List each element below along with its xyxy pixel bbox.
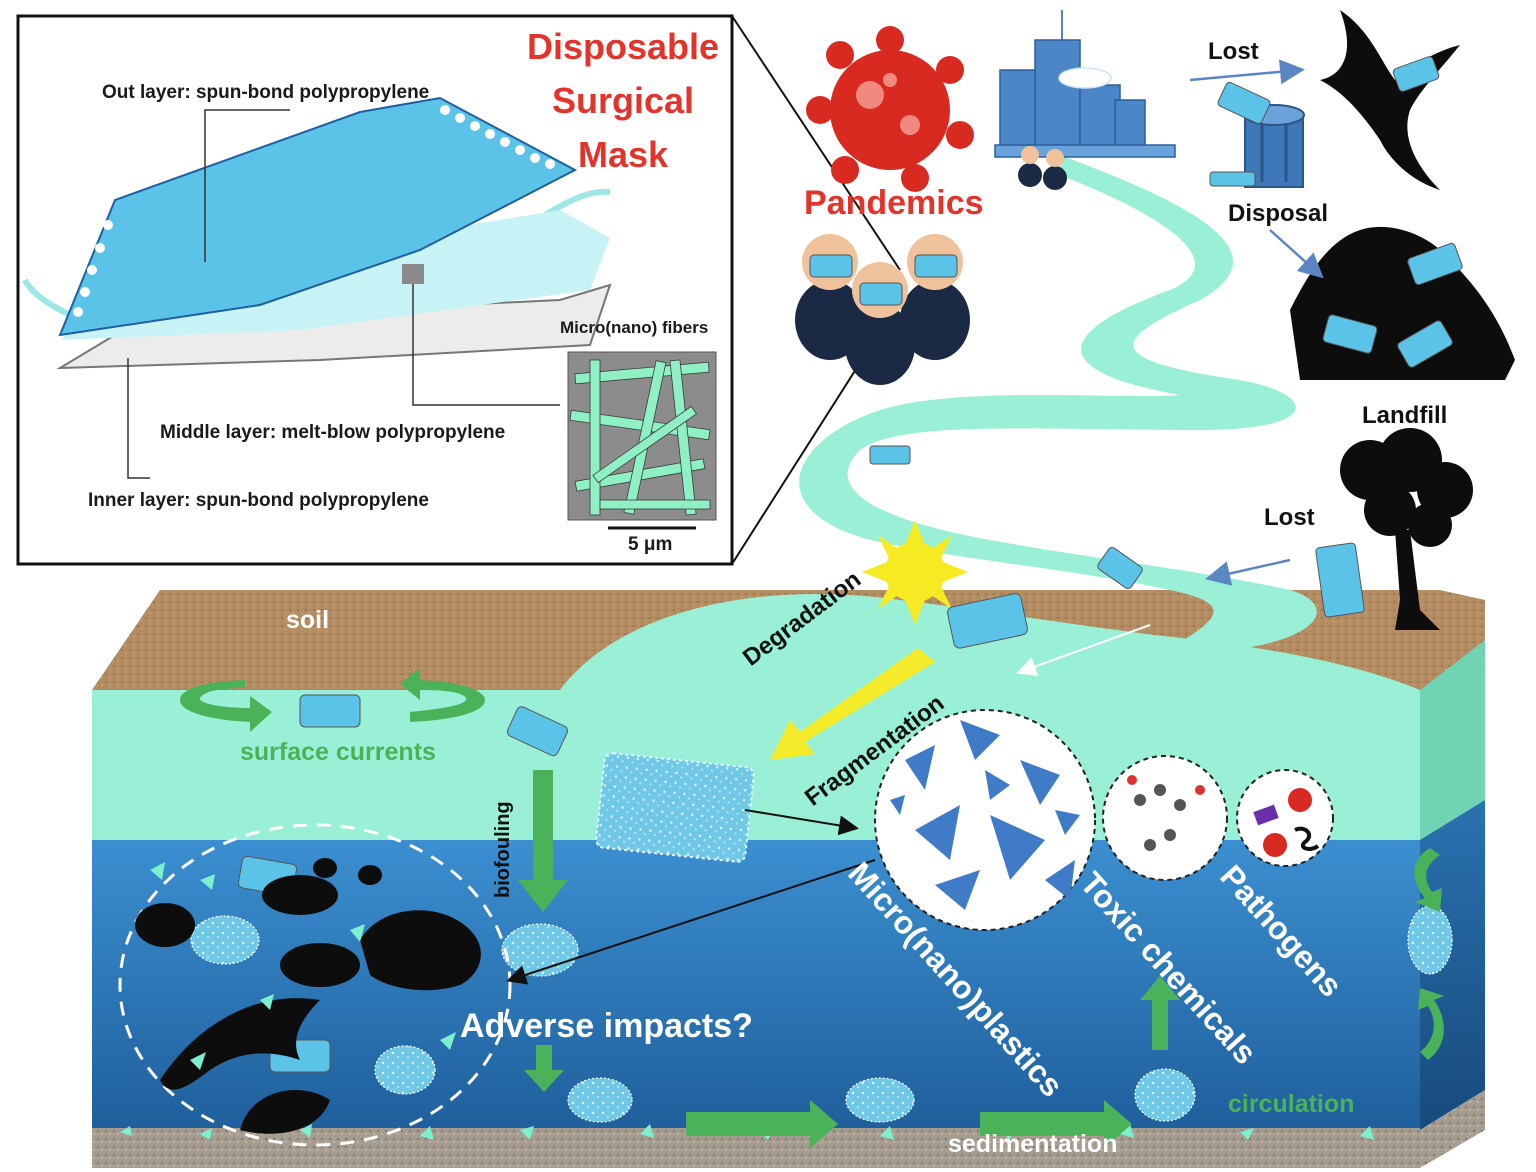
ear-loop-right [543, 188, 611, 218]
bin-mask [1217, 81, 1271, 125]
sun-icon [862, 520, 968, 625]
mask-title-line-2: Surgical [551, 80, 695, 121]
mask-title-line-3: Mask [577, 134, 669, 175]
fragmented-mask [595, 752, 755, 863]
tree-icon [1340, 428, 1473, 630]
fish-icon [262, 875, 338, 915]
people-group-icon [795, 234, 970, 385]
blue-arrows [1189, 59, 1324, 586]
jellyfish-icon [135, 903, 195, 947]
sedimentation-arrow-1 [686, 1100, 838, 1148]
ear-loop-left [22, 278, 72, 318]
seam-dots [73, 105, 555, 317]
biofouled-particles [190, 905, 1453, 1123]
middle-layer-label: Middle layer: melt-blow polypropylene [160, 422, 506, 443]
green-arrows [180, 668, 1444, 1148]
sediment-side [1420, 1090, 1485, 1168]
lost-label-tree: Lost [1264, 504, 1315, 531]
black-arrows [506, 809, 876, 985]
turtle-icon [360, 910, 481, 991]
inner-layer-leader [127, 358, 150, 479]
adverse-impacts-label: Adverse impacts? [460, 1007, 753, 1045]
inner-layer-label: Inner layer: spun-bond polypropylene [88, 490, 429, 511]
mussel-icon [240, 1090, 330, 1134]
disposal-label: Disposal [1228, 200, 1329, 227]
sinking-arrow [524, 1045, 564, 1092]
landfill-masks [1322, 242, 1463, 368]
fiber-micrograph [567, 351, 717, 521]
river [799, 155, 1317, 660]
zoom-line-top [731, 15, 901, 271]
city-icon [994, 10, 1176, 158]
fish-icon-2 [280, 943, 360, 987]
circulation-label: circulation [1228, 1090, 1355, 1118]
bin-mask-2 [1209, 171, 1256, 187]
small-people-icon [1018, 146, 1067, 190]
middle-layer-leader [412, 284, 560, 406]
surface-currents-label: surface currents [240, 738, 436, 766]
plankton-icon [313, 858, 337, 878]
pandemics-label: Pandemics [804, 184, 984, 222]
circulation-arrow-bottom [1418, 988, 1444, 1060]
biofouling-arrow [518, 770, 568, 912]
sedimentation-label: sedimentation [948, 1130, 1118, 1158]
degradation-arrow [770, 648, 935, 760]
tree-mask [1315, 542, 1365, 618]
microplastics-circle [874, 709, 1096, 931]
out-layer-label: Out layer: spun-bond polypropylene [102, 82, 430, 103]
fibers-label: Micro(nano) fibers [560, 318, 709, 337]
sedimentation-arrow-2 [980, 1100, 1132, 1148]
white-arrows [949, 509, 1151, 676]
mask-title-line-1: Disposable [526, 26, 720, 67]
bird-mask [1392, 56, 1440, 92]
biofouling-label: biofouling [492, 801, 514, 898]
out-layer-leader [204, 109, 290, 262]
landfill-label: Landfill [1362, 402, 1448, 429]
mask-inset [16, 14, 901, 566]
bird-icon [1320, 10, 1460, 190]
scale-bar-label: 5 μm [628, 534, 673, 555]
water-side-face [1420, 640, 1485, 840]
pathogens-circle [1236, 769, 1334, 867]
toxic-chemicals-circle [1102, 755, 1228, 881]
sample-square [402, 264, 424, 284]
plankton-icon-2 [358, 865, 382, 885]
landfill-icon [1290, 226, 1515, 380]
circulation-arrow-top [1414, 848, 1442, 912]
virus-icon [806, 26, 974, 192]
mask-title: Disposable Surgical Mask [508, 20, 738, 182]
out-layer [58, 96, 578, 337]
surface-current-arrow-left [180, 680, 272, 732]
surface-current-arrow-right [400, 668, 485, 722]
resuspension-arrow [1140, 976, 1180, 1050]
marine-life-circle [118, 823, 512, 1147]
soil-label: soil [286, 606, 330, 634]
lost-label-top: Lost [1208, 38, 1259, 65]
